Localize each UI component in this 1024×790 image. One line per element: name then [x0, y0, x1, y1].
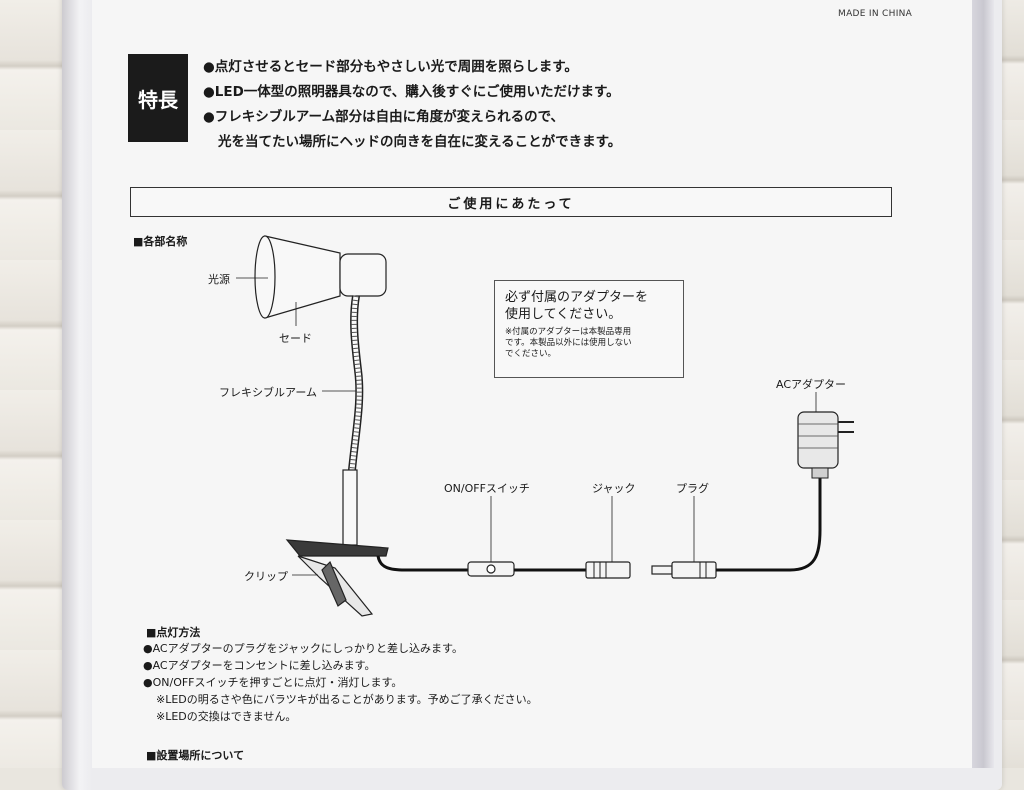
part-label-shade: セード: [279, 330, 312, 346]
notice-main-line: 使用してください。: [505, 306, 673, 323]
plug-tip: [652, 566, 672, 574]
adapter-notice-box: 必ず付属のアダプターを 使用してください。 ※付属のアダプターは本製品専用 です…: [494, 280, 684, 378]
plug-body: [672, 562, 716, 578]
lighting-steps: ●ACアダプターのプラグをジャックにしっかりと差し込みます。 ●ACアダプターを…: [143, 640, 538, 725]
lamp-stem: [343, 470, 357, 545]
part-label-flexible-arm: フレキシブルアーム: [219, 384, 317, 400]
notice-sub-line: ※付属のアダプターは本製品専用: [505, 327, 673, 338]
cord-3: [716, 478, 820, 570]
lighting-note: ※LEDの交換はできません。: [143, 708, 538, 725]
shade-opening: [255, 236, 275, 318]
part-label-switch: ON/OFFスイッチ: [444, 480, 530, 496]
notice-sub-line: です。本製品以外には使用しない: [505, 338, 673, 349]
lighting-note: ※LEDの明るさや色にバラツキが出ることがあります。予めご了承ください。: [143, 691, 538, 708]
notice-sub-line: でください。: [505, 349, 673, 360]
part-label-plug: プラグ: [676, 480, 709, 496]
ac-adapter-body: [798, 412, 838, 468]
lighting-step: ●ACアダプターのプラグをジャックにしっかりと差し込みます。: [143, 640, 538, 657]
lighting-step: ●ON/OFFスイッチを押すごとに点灯・消灯します。: [143, 674, 538, 691]
switch-button-icon: [487, 565, 495, 573]
ac-adapter-neck: [812, 468, 828, 478]
lighting-step: ●ACアダプターをコンセントに差し込みます。: [143, 657, 538, 674]
part-label-light-source: 光源: [208, 271, 230, 287]
clip-top-jaw: [287, 540, 388, 556]
part-label-jack: ジャック: [592, 480, 635, 496]
notice-main-line: 必ず付属のアダプターを: [505, 289, 673, 306]
cord-1: [378, 556, 470, 570]
ac-plug-prongs-icon: [838, 422, 854, 432]
jack-body: [586, 562, 630, 578]
part-label-clip: クリップ: [244, 568, 288, 584]
head-body: [340, 254, 386, 296]
part-label-ac-adapter: ACアダプター: [776, 376, 846, 392]
lighting-heading: ■点灯方法: [146, 624, 200, 640]
placement-heading: ■設置場所について: [146, 747, 244, 763]
